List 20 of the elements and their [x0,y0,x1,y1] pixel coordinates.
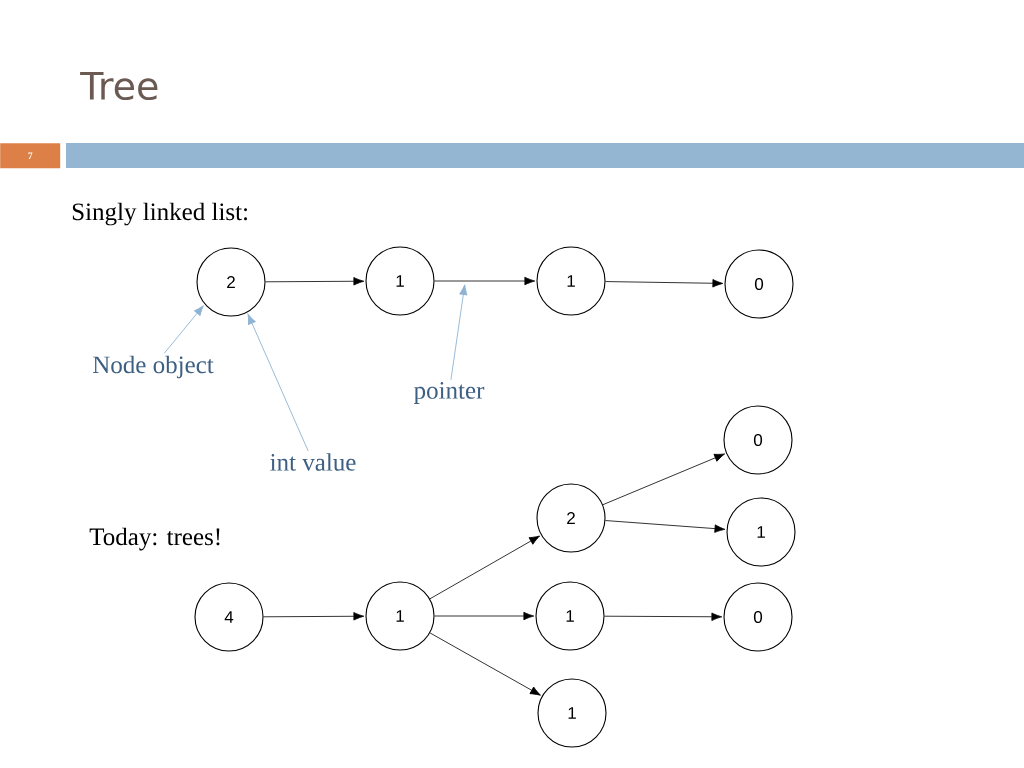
annotation-text: pointer [414,382,485,404]
arrow [434,276,536,286]
arrow [434,611,535,621]
arrow [265,277,365,286]
section-heading: Today: trees! [89,527,220,551]
leader-line [450,284,468,381]
annotation-text: Node object [93,355,214,379]
arrow [602,453,725,506]
annotation-text: int value [270,453,356,471]
arrow [429,535,540,600]
section-heading: Singly linked list: [72,202,247,226]
arrow [604,612,723,621]
arrow [605,520,726,533]
arrow [605,279,724,288]
slide-title: Tree [80,71,158,101]
arrow [263,612,365,621]
slide-number: 7 [0,143,61,169]
leader-line [247,313,309,452]
arrow [429,632,541,696]
leader-line [163,305,204,354]
